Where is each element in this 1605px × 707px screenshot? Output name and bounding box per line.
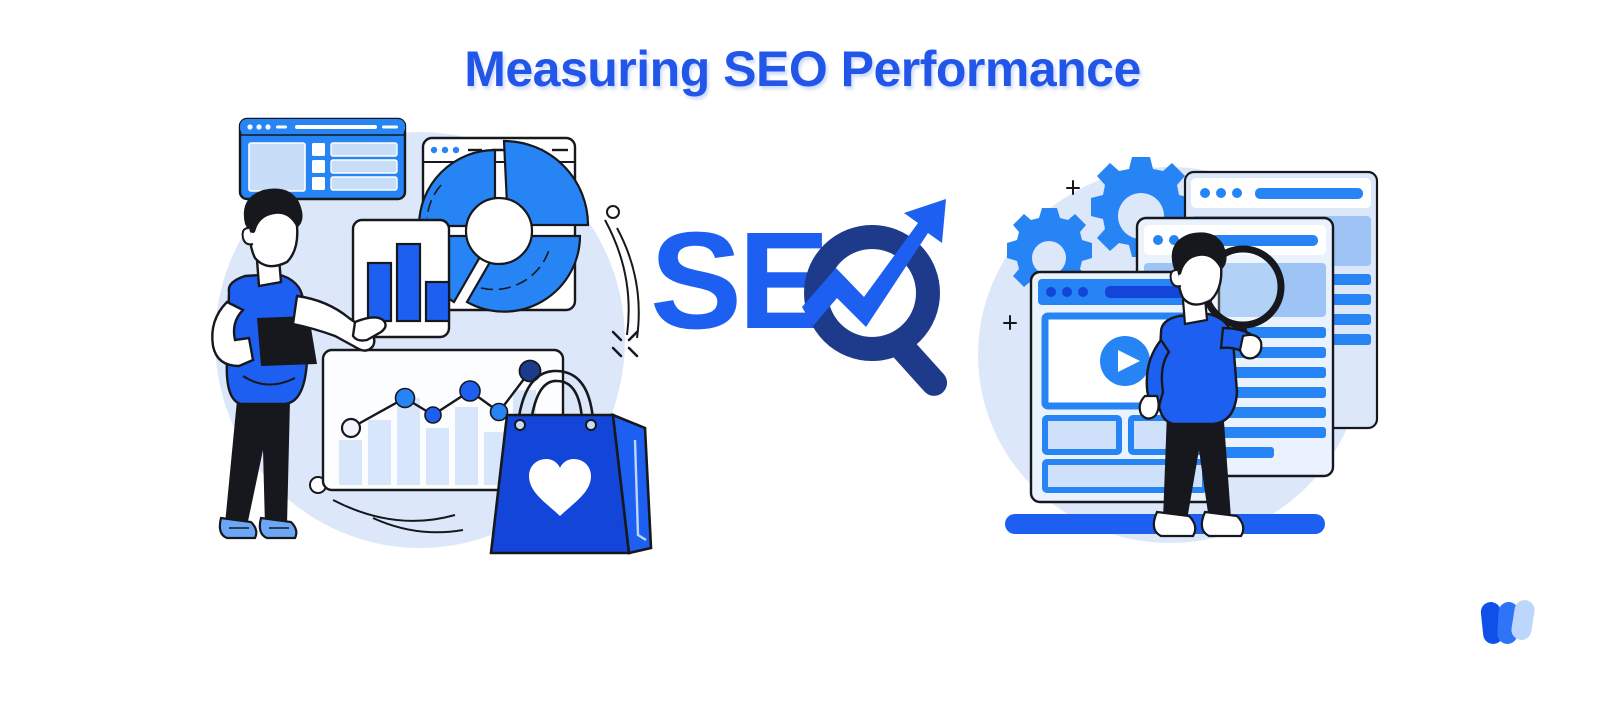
bar	[366, 261, 393, 323]
window-dot	[247, 124, 253, 130]
window-dot	[452, 146, 460, 154]
brand-logo[interactable]	[1478, 596, 1538, 648]
right-illustration	[955, 150, 1385, 570]
hair	[1171, 232, 1227, 275]
left-illustration	[205, 110, 675, 570]
sparkle-plus	[1003, 315, 1017, 330]
handle-eyelet	[585, 419, 597, 431]
legs	[1163, 408, 1231, 520]
arm-holding	[211, 300, 255, 368]
bag-side	[611, 412, 653, 555]
bag-handle	[529, 379, 584, 423]
data-point	[459, 380, 481, 402]
data-point	[340, 417, 362, 439]
handle-eyelet	[514, 419, 526, 431]
seo-text: SE	[650, 204, 826, 358]
list-rows	[312, 142, 398, 191]
window-dot	[1232, 188, 1242, 198]
media-placeholder	[248, 142, 306, 192]
arc-line	[616, 227, 640, 339]
arc-line	[604, 219, 630, 336]
bar	[395, 242, 422, 323]
magnifier-growth-arrow	[802, 199, 948, 396]
data-point	[394, 387, 416, 409]
play-triangle-icon	[1118, 350, 1140, 372]
bar	[424, 280, 451, 323]
hand-pointing	[351, 316, 387, 342]
person-with-magnifier	[1138, 232, 1263, 538]
ear	[1169, 269, 1182, 288]
browser-window-list[interactable]	[238, 117, 407, 201]
sparkle-plus	[1066, 180, 1080, 195]
window-dot	[1200, 188, 1210, 198]
tablet	[257, 316, 317, 366]
person-pointing	[211, 188, 387, 540]
window-dot	[256, 124, 262, 130]
donut-chart[interactable]	[415, 136, 590, 313]
magnifier-handle	[888, 334, 948, 396]
window-dot	[1078, 287, 1088, 297]
hand-down	[1138, 394, 1160, 420]
shoe	[1152, 510, 1197, 538]
data-point	[518, 359, 542, 383]
window-dot	[1062, 287, 1072, 297]
window-dot	[265, 124, 271, 130]
growth-arrow	[802, 199, 946, 327]
shoe	[1200, 510, 1245, 538]
donut-highlight	[426, 184, 442, 219]
logo-petal-light	[1511, 600, 1535, 640]
shirt-fold	[242, 375, 296, 386]
heart-icon	[529, 459, 591, 516]
window-dot	[430, 146, 438, 154]
window-dot	[1046, 287, 1056, 297]
seo-logo: SE	[650, 185, 980, 396]
arc-line	[332, 499, 456, 522]
torso	[1156, 312, 1239, 426]
bag-side-crease	[633, 439, 647, 542]
donut-hole	[464, 196, 534, 266]
hair	[243, 188, 303, 233]
bag-handle	[516, 369, 595, 424]
window-dot	[1216, 188, 1226, 198]
window-dot	[1153, 235, 1163, 245]
donut-highlight	[480, 249, 550, 291]
sparkle-x	[611, 330, 639, 358]
window-dot	[441, 146, 449, 154]
donut-segment	[502, 139, 590, 227]
data-point	[489, 402, 509, 422]
data-point	[424, 406, 442, 424]
hand-holding-magnifier	[1238, 333, 1263, 360]
ear	[241, 227, 254, 246]
page-title: Measuring SEO Performance	[464, 41, 1141, 97]
shopping-bag[interactable]	[489, 369, 653, 555]
small-circle	[606, 205, 620, 219]
arc-line	[372, 517, 464, 534]
leg-left	[225, 400, 290, 526]
